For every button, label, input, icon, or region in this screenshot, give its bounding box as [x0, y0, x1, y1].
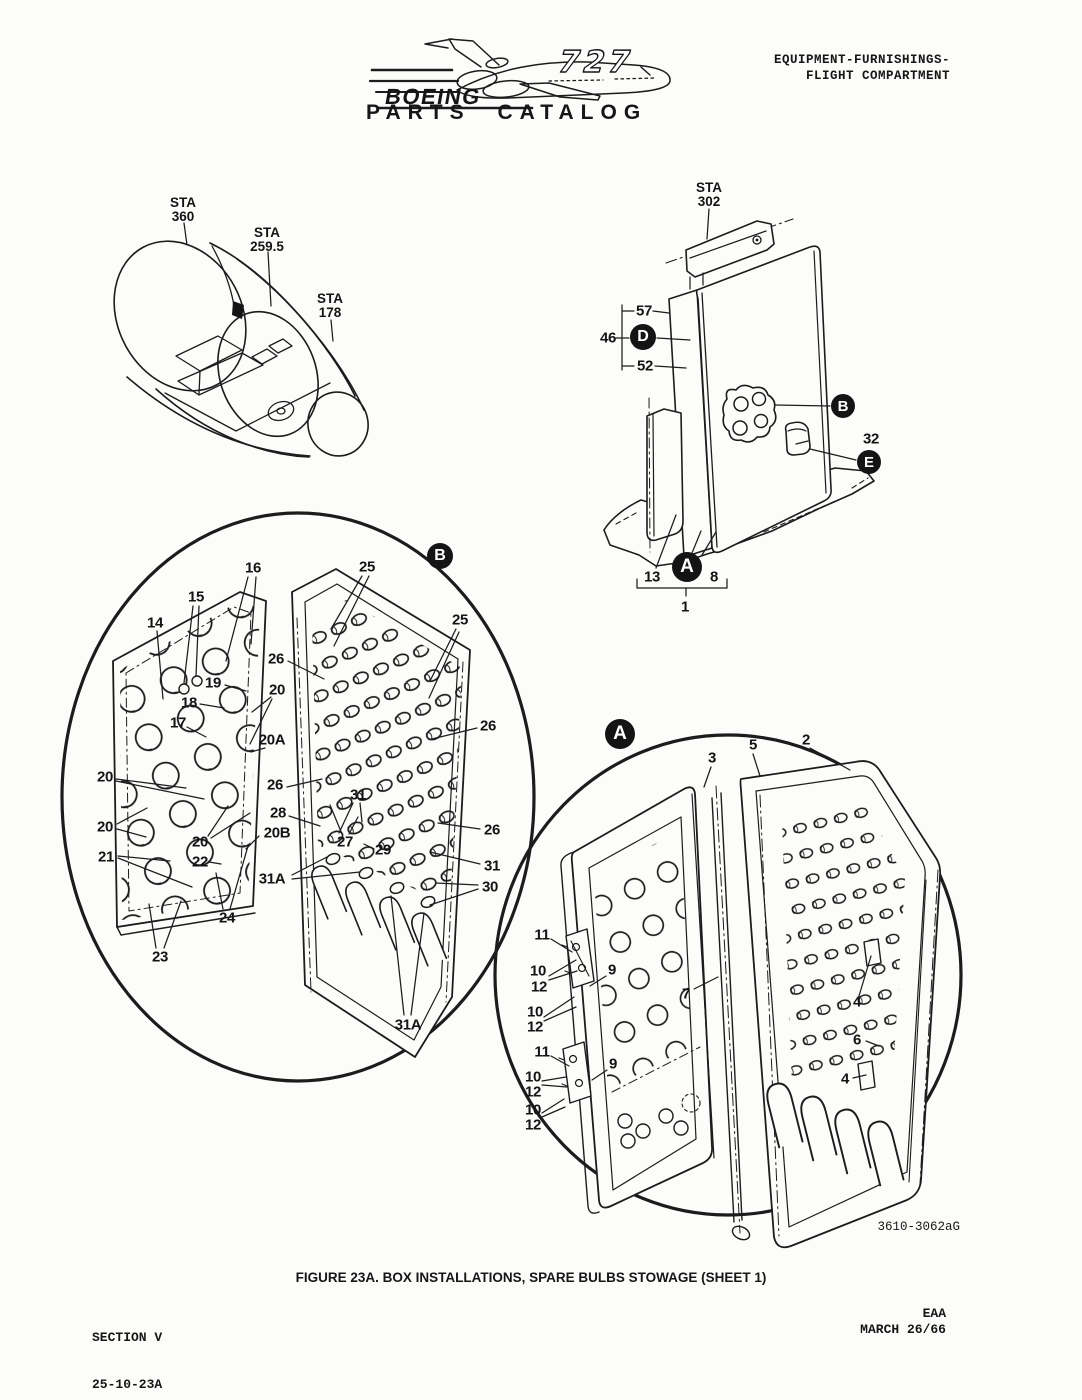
callout-7: 7 [681, 985, 691, 1003]
revision-code: EAA [922, 1306, 946, 1321]
logo-airplane-art: BOEING 727 [368, 38, 671, 110]
detail-a-circle [493, 733, 963, 1217]
callout-1: 1 [680, 598, 690, 616]
callout-25: 25 [451, 611, 469, 629]
callout-6: 6 [852, 1031, 862, 1049]
view-badge-E: E [857, 450, 881, 474]
view-badge-B: B [427, 543, 453, 569]
callout-26: 26 [267, 650, 285, 668]
callout-20: 20 [96, 768, 114, 786]
callout-12: 12 [524, 1083, 542, 1101]
station-label: STA 259.5 [250, 225, 284, 255]
callout-26: 26 [479, 717, 497, 735]
division-header: EQUIPMENT-FURNISHINGS- FLIGHT COMPARTMEN… [774, 52, 950, 84]
callout-24: 24 [218, 909, 236, 927]
view-badge-B: B [831, 394, 855, 418]
revision-block: EAA MARCH 26/66 [860, 1306, 946, 1338]
callout-2: 2 [801, 731, 811, 749]
callout-9: 9 [608, 1055, 618, 1073]
callout-23: 23 [151, 948, 169, 966]
callout-52: 52 [636, 357, 654, 375]
section-number: 25-10-23A [92, 1376, 163, 1392]
division-line-2: FLIGHT COMPARTMENT [805, 69, 950, 83]
logo-727-numerals: 727 [554, 46, 638, 80]
support-channel [646, 408, 684, 542]
callout-22: 22 [191, 853, 209, 871]
callout-31: 31 [349, 786, 367, 804]
callout-20: 20 [268, 681, 286, 699]
drawing-number: 3610-3062aG [877, 1220, 960, 1234]
callout-4: 4 [852, 993, 862, 1011]
callout-18: 18 [180, 694, 198, 712]
callout-10: 10 [524, 1101, 542, 1119]
stowage-box-diagram [603, 208, 875, 597]
callout-26: 26 [483, 821, 501, 839]
callout-29: 29 [374, 841, 392, 859]
callout-12: 12 [526, 1018, 544, 1036]
figure-caption: FIGURE 23A. BOX INSTALLATIONS, SPARE BUL… [295, 1270, 767, 1285]
station-label: STA 360 [170, 195, 196, 225]
callout-11: 11 [534, 926, 550, 944]
knob [784, 421, 811, 456]
mounting-bracket [685, 220, 775, 278]
callout-17: 17 [169, 714, 187, 732]
callout-19: 19 [204, 674, 222, 692]
callout-15: 15 [187, 588, 205, 606]
callout-12: 12 [524, 1116, 542, 1134]
callout-16: 16 [244, 559, 262, 577]
callout-20A: 20A [258, 731, 286, 749]
callout-4: 4 [840, 1070, 850, 1088]
callout-31: 31 [483, 857, 501, 875]
edge-clip-upper [863, 938, 882, 967]
division-line-1: EQUIPMENT-FURNISHINGS- [773, 53, 950, 67]
detail-a-art [493, 733, 963, 1249]
detail-b-art [60, 511, 536, 1083]
callout-57: 57 [635, 302, 653, 320]
view-badge-A: A [605, 719, 635, 749]
callout-3: 3 [707, 749, 717, 767]
callout-20: 20 [96, 818, 114, 836]
catalog-title: PARTS CATALOG [366, 101, 648, 124]
callout-11: 11 [534, 1043, 550, 1061]
callout-10: 10 [529, 962, 547, 980]
callout-31A: 31A [258, 870, 286, 888]
detail-b-leader-lines [115, 575, 481, 1016]
view-badge-A: A [672, 552, 702, 582]
callout-28: 28 [269, 804, 287, 822]
callout-20B: 20B [263, 824, 291, 842]
callout-27: 27 [336, 833, 354, 851]
station-label: STA 178 [317, 291, 343, 321]
callout-13: 13 [643, 568, 661, 586]
callout-8: 8 [709, 568, 719, 586]
callout-5: 5 [748, 736, 758, 754]
box-leader-lines [615, 208, 857, 597]
callout-46: 46 [599, 329, 617, 347]
latch-plate [722, 384, 777, 443]
callout-14: 14 [146, 614, 164, 632]
callout-32: 32 [862, 430, 880, 448]
detail-a-leader-lines [541, 747, 880, 1118]
section-block: SECTION V 25-10-23A PAGE 0 [92, 1299, 162, 1400]
detail-b-circle [60, 511, 536, 1083]
callout-31A: 31A [394, 1016, 422, 1034]
callout-21: 21 [97, 848, 115, 866]
callout-25: 25 [358, 558, 376, 576]
callout-12: 12 [530, 978, 548, 996]
revision-date: MARCH 26/66 [860, 1322, 946, 1337]
boeing-wordmark: BOEING [383, 84, 483, 109]
callout-26: 26 [266, 776, 284, 794]
callout-10: 10 [526, 1003, 544, 1021]
edge-clip-lower [857, 1060, 876, 1091]
box-location-marker [232, 301, 244, 319]
callout-10: 10 [524, 1068, 542, 1086]
callout-9: 9 [607, 961, 617, 979]
section-line: SECTION V [92, 1330, 163, 1345]
station-label: STA 302 [696, 180, 722, 210]
callout-20: 20 [191, 833, 209, 851]
nose-section-diagram [113, 222, 369, 458]
hinge-strip [711, 792, 743, 1223]
view-badge-D: D [630, 324, 656, 350]
callout-30: 30 [481, 878, 499, 896]
